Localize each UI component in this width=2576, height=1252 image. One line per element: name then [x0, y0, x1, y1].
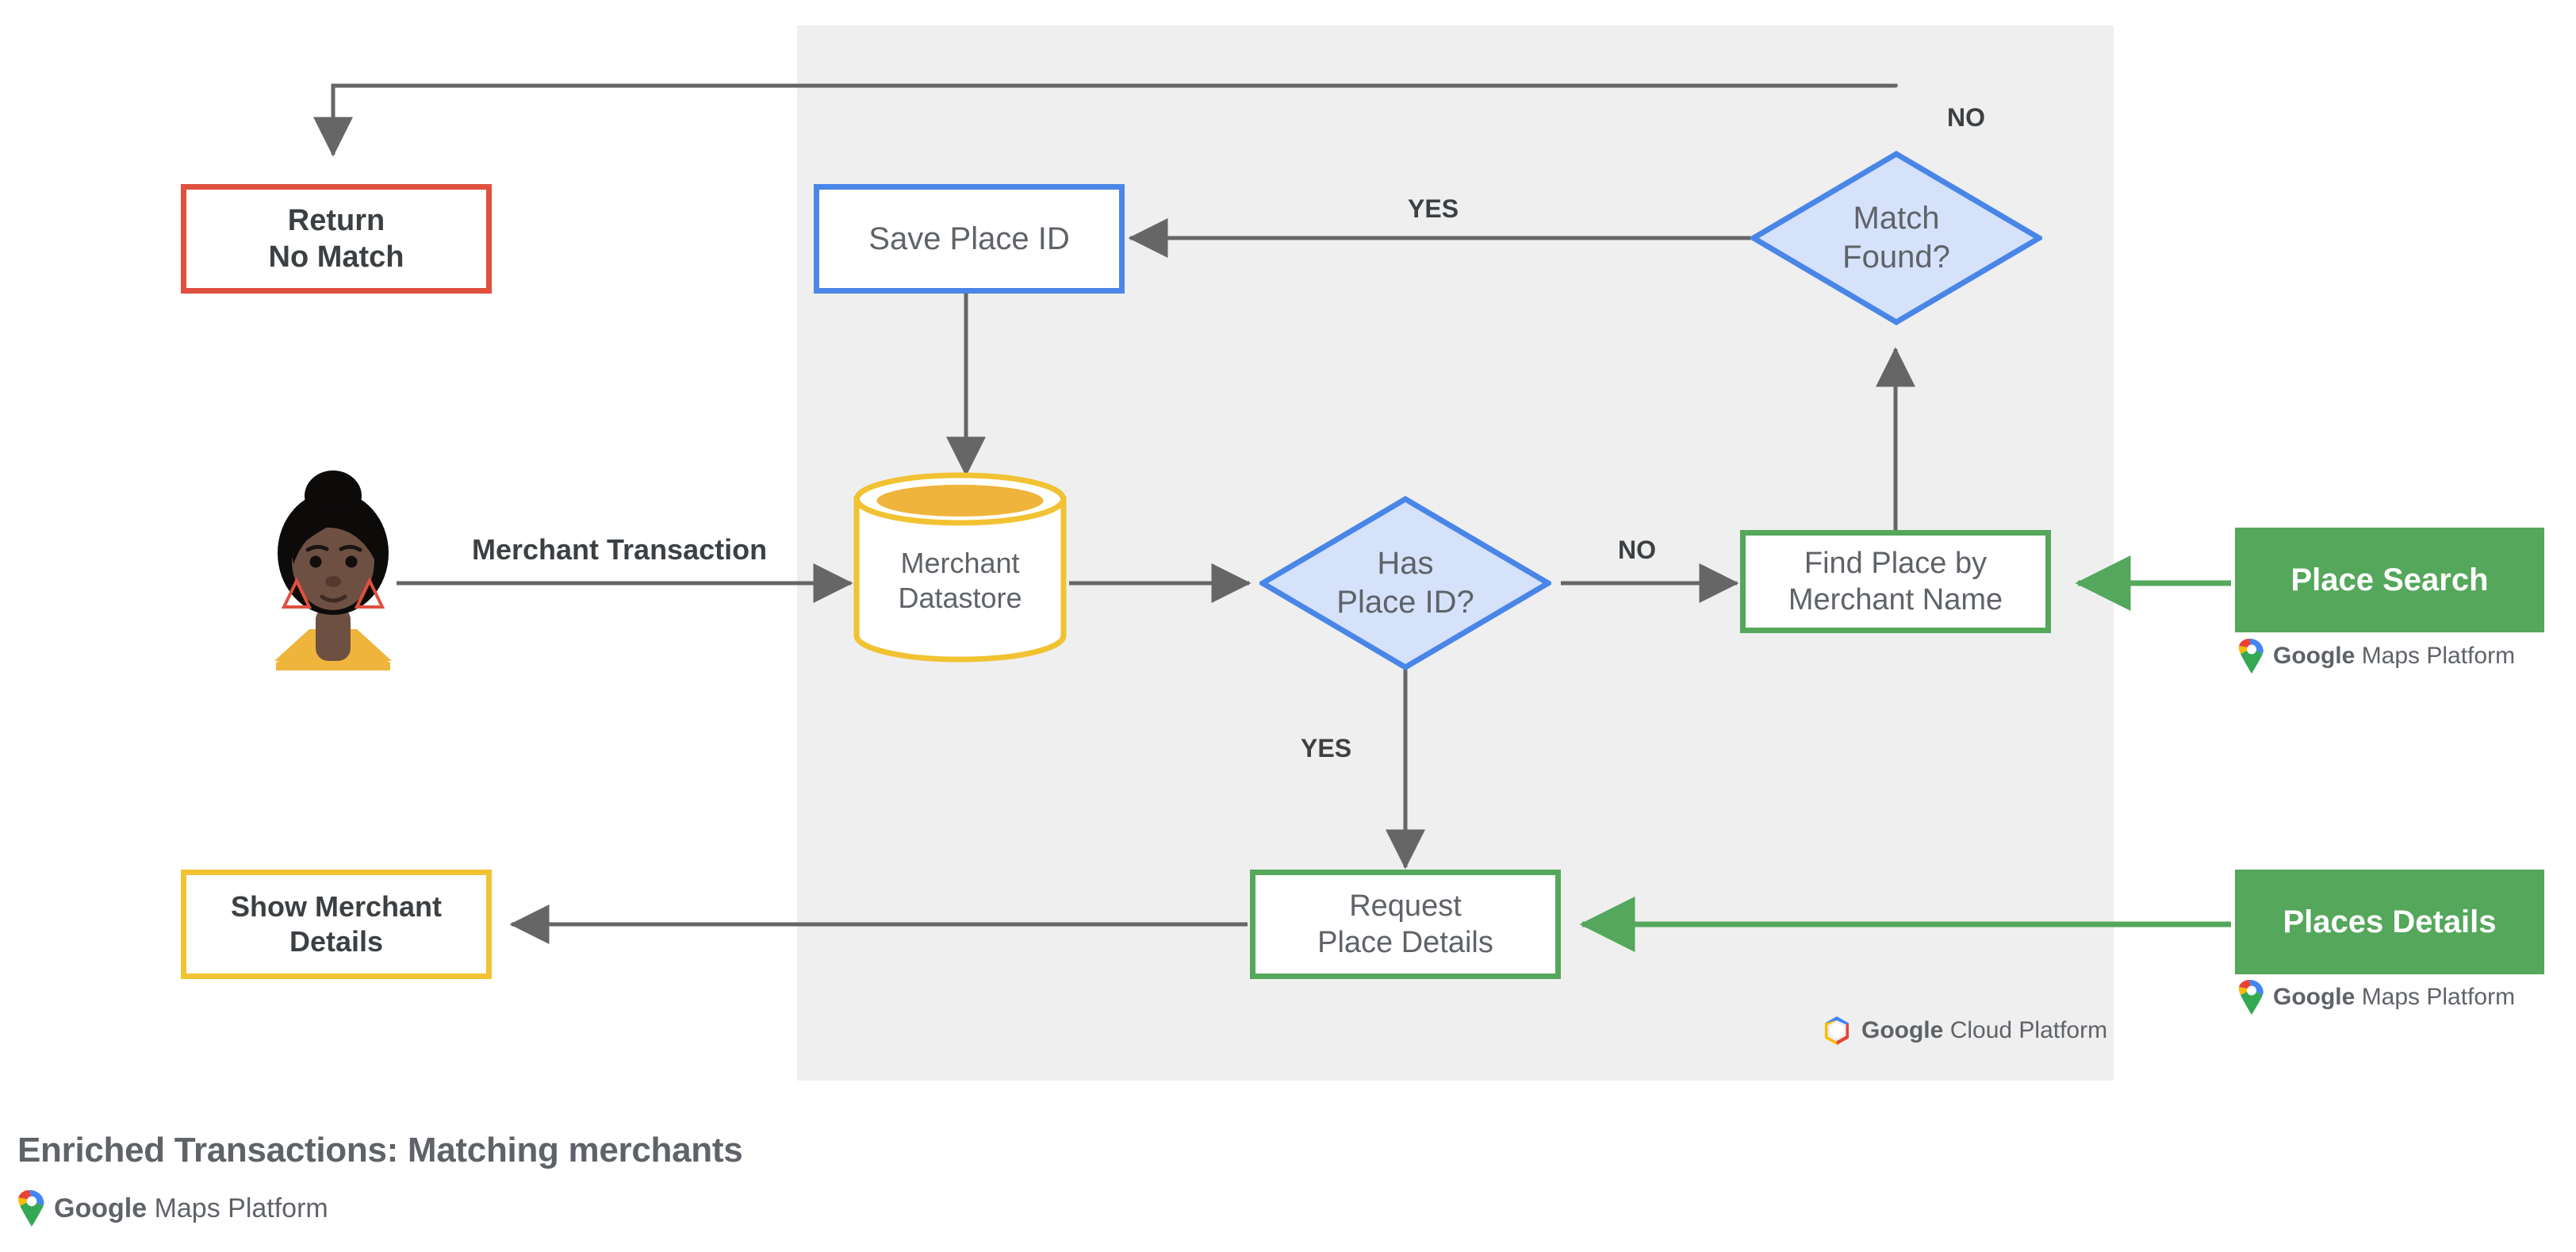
- match-found-diamond-shape: [1750, 151, 2042, 325]
- node-places-details-label: Places Details: [2283, 904, 2497, 939]
- node-has-place-id[interactable]: Has Place ID?: [1259, 496, 1551, 670]
- node-merchant-datastore[interactable]: Merchant Datastore: [851, 472, 1069, 662]
- has-place-id-diamond-shape: [1259, 496, 1551, 670]
- node-has-place-id-line1: Has: [1377, 546, 1434, 582]
- node-places-details[interactable]: Places Details: [2235, 870, 2544, 974]
- page-title: Enriched Transactions: Matching merchant…: [17, 1131, 743, 1169]
- edge-label-has-place-id-no: NO: [1618, 536, 1656, 564]
- edge-match-found-no: [313, 83, 1898, 157]
- edge-label-merchant-transaction: Merchant Transaction: [472, 533, 768, 566]
- google-cloud-platform-logo: Google Cloud Platform: [1820, 1014, 2107, 1047]
- node-show-merchant-details[interactable]: Show Merchant Details: [181, 870, 492, 979]
- edge-label-match-found-no: NO: [1947, 103, 1985, 132]
- node-save-place-id-label: Save Place ID: [868, 221, 1070, 256]
- node-merchant-datastore-line1: Merchant: [900, 547, 1020, 580]
- avatar-illustration: [274, 470, 392, 670]
- node-match-found-line2: Found?: [1842, 240, 1950, 275]
- maps-logo-brand: Google: [54, 1192, 148, 1223]
- node-find-place-line1: Find Place by: [1804, 546, 1988, 580]
- node-show-merchant-details-line2: Details: [289, 925, 384, 958]
- edge-label-has-place-id-yes: YES: [1301, 734, 1352, 762]
- node-return-no-match-line1: Return: [287, 203, 385, 237]
- google-maps-platform-logo-place-search: Google Maps Platform: [2238, 639, 2515, 674]
- maps-pin-icon: [2238, 980, 2264, 1015]
- cloud-hexagon-icon: [1825, 1016, 1849, 1045]
- node-match-found-line1: Match: [1853, 201, 1940, 236]
- node-save-place-id[interactable]: Save Place ID: [814, 184, 1125, 294]
- edge-label-match-found-yes: YES: [1408, 194, 1459, 223]
- node-return-no-match[interactable]: Return No Match: [181, 184, 492, 294]
- cloud-logo-brand: Google: [1861, 1017, 1944, 1043]
- node-return-no-match-line2: No Match: [268, 240, 404, 274]
- cloud-logo-rest: Cloud Platform: [1949, 1017, 2108, 1043]
- node-show-merchant-details-line1: Show Merchant: [230, 890, 443, 924]
- maps-logo-rest: Maps Platform: [2361, 984, 2516, 1010]
- google-maps-platform-logo-places-details: Google Maps Platform: [2238, 980, 2515, 1015]
- node-place-search-label: Place Search: [2290, 562, 2489, 597]
- maps-logo-rest: Maps Platform: [154, 1192, 328, 1223]
- node-find-place-line2: Merchant Name: [1788, 583, 2003, 616]
- maps-logo-brand: Google: [2273, 643, 2356, 669]
- node-find-place-by-merchant-name[interactable]: Find Place by Merchant Name: [1740, 530, 2051, 633]
- node-has-place-id-line2: Place ID?: [1336, 585, 1474, 620]
- maps-pin-icon: [2238, 639, 2264, 674]
- maps-logo-brand: Google: [2273, 984, 2356, 1010]
- maps-logo-rest: Maps Platform: [2361, 643, 2516, 669]
- node-merchant-datastore-line2: Datastore: [898, 582, 1022, 614]
- node-place-search[interactable]: Place Search: [2235, 528, 2544, 632]
- node-request-place-details[interactable]: Request Place Details: [1250, 870, 1561, 979]
- google-maps-platform-logo-footer: Google Maps Platform: [17, 1190, 328, 1227]
- node-request-place-details-line2: Place Details: [1317, 926, 1493, 959]
- node-request-place-details-line1: Request: [1349, 889, 1462, 923]
- node-match-found[interactable]: Match Found?: [1750, 151, 2042, 325]
- merchant-customer-avatar: [262, 464, 404, 670]
- maps-pin-icon: [18, 1190, 44, 1227]
